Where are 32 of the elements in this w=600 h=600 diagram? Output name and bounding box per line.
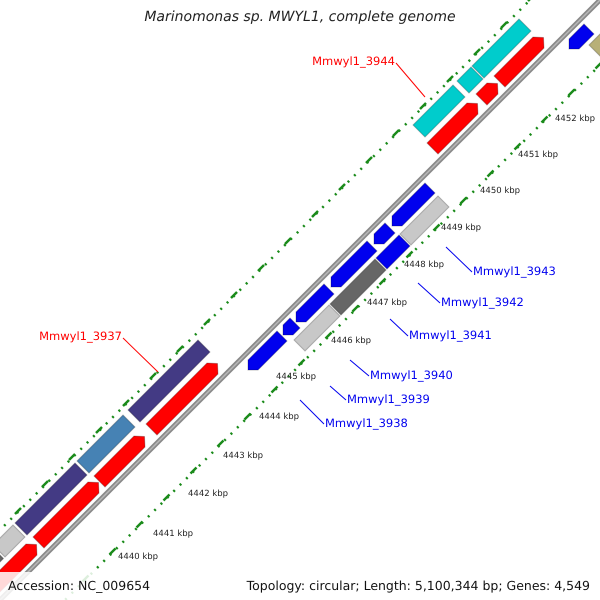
scale-label: 4443 kbp bbox=[223, 450, 264, 463]
topology-text: Topology: circular; Length: 5,100,344 bp; Genes: 4,549 bbox=[246, 579, 590, 593]
scale-label: 4442 kbp bbox=[188, 488, 228, 501]
gene-label: Mmwyl1_3939 bbox=[347, 392, 430, 406]
gene-label: Mmwyl1_3940 bbox=[370, 368, 453, 382]
leader-line bbox=[122, 338, 158, 372]
leader-line bbox=[390, 318, 408, 336]
scale-label: 4451 kbp bbox=[518, 149, 558, 162]
scale-label: 4450 kbp bbox=[480, 185, 520, 198]
title: Marinomonas sp. MWYL1, complete genome bbox=[143, 10, 457, 24]
leader-line bbox=[300, 400, 324, 424]
gene-label: Mmwyl1_3942 bbox=[441, 295, 524, 309]
gene-label: Mmwyl1_3941 bbox=[409, 328, 492, 342]
scale-label: 4446 kbp bbox=[331, 335, 372, 348]
gene-label: Mmwyl1_3938 bbox=[325, 416, 408, 430]
accession-text: Accession: NC_009654 bbox=[8, 579, 150, 593]
scale-label: 4448 kbp bbox=[404, 259, 444, 272]
scale-label: 4444 kbp bbox=[259, 411, 300, 424]
gene-label: Mmwyl1_3944 bbox=[312, 54, 395, 68]
scale-label: 4449 kbp bbox=[441, 222, 482, 235]
scale-label: 4440 kbp bbox=[118, 551, 158, 564]
leader-line bbox=[350, 360, 370, 376]
scale-label: 4445 kbp bbox=[276, 371, 316, 384]
scale-label: 4452 kbp bbox=[555, 113, 596, 126]
gene-label: Mmwyl1_3943 bbox=[473, 264, 556, 278]
leader-line bbox=[330, 386, 346, 400]
leader-line bbox=[446, 246, 472, 272]
gene-label: Mmwyl1_3937 bbox=[39, 329, 122, 343]
scale-label: 4447 kbp bbox=[367, 297, 408, 310]
leader-line bbox=[418, 282, 440, 304]
scale-label: 4441 kbp bbox=[153, 528, 194, 541]
leader-line bbox=[396, 62, 426, 98]
